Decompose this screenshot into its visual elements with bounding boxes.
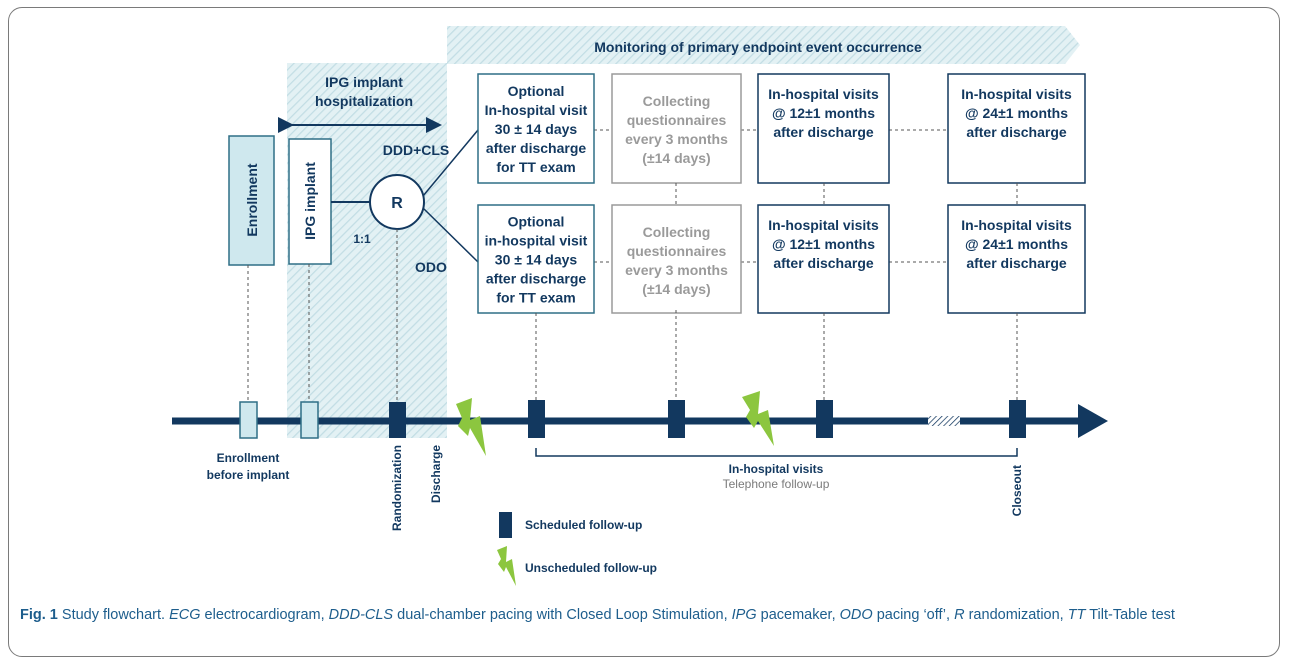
follow-up-bracket [535,448,1018,457]
caption-text: Tilt-Table test [1085,607,1175,623]
caption-abbrev: R [954,607,965,623]
unscheduled-bolt-icon [742,391,774,446]
unscheduled-bolt-icon [456,398,486,456]
marker-enrollment [239,401,258,439]
caption-abbrev: ODO [839,607,873,623]
implant-hospitalization-title-1: IPG implant [325,74,403,90]
legend-scheduled-swatch [499,512,512,538]
discharge-label: Discharge [429,445,443,503]
caption-text: pacemaker, [756,607,840,623]
visit-30d-box-line: In-hospital visit [485,102,588,118]
visit-24m-box-arm-2 [947,204,1086,314]
figure-caption: Fig. 1 Study flowchart. ECG electrocardi… [20,606,1265,625]
questionnaire-box-line: (±14 days) [642,150,710,166]
randomization-label: Randomization [390,445,404,531]
marker-visit-24m [1009,400,1026,438]
questionnaire-box-line: Collecting [643,93,711,109]
legend-scheduled-label: Scheduled follow-up [525,518,642,532]
visit-30d-box-line: Optional [508,83,565,99]
caption-text: randomization, [964,607,1068,623]
visit-12m-box-line: @ 12±1 months [772,236,875,252]
timeline-gap-segment [928,416,960,426]
branch-to-arm-2 [422,207,479,263]
caption-abbrev: IPG [731,607,757,623]
legend-unscheduled-label: Unscheduled follow-up [525,561,657,575]
visit-30d-box-line: Optional [508,213,565,229]
visit-30d-box-line: 30 ± 14 days [495,251,578,267]
questionnaire-box-line: Collecting [643,224,711,240]
timeline-arrowhead [1078,404,1108,438]
implant-hospitalization-title-2: hospitalization [315,93,413,109]
telephone-follow-up-label: Telephone follow-up [723,477,830,491]
visit-30d-box-line: in-hospital visit [485,232,588,248]
questionnaire-box-line: questionnaires [627,243,727,259]
marker-questionnaire [668,400,685,438]
visit-30d-box-line: after discharge [486,270,587,286]
caption-fig-label: Fig. 1 [20,607,58,623]
legend-bolt-icon [497,546,516,586]
caption-abbrev: DDD-CLS [328,607,394,623]
visit-12m-box-arm-1 [757,73,890,184]
visit-12m-box-arm-2 [757,204,890,314]
monitoring-band-arrow [447,26,1080,64]
visit-24m-box-line: after discharge [966,255,1067,271]
questionnaire-box-line: every 3 months [625,131,728,147]
visit-24m-box-arm-1 [947,73,1086,184]
visit-12m-box-line: @ 12±1 months [772,105,875,121]
questionnaire-box-line: questionnaires [627,112,727,128]
visit-12m-box-line: In-hospital visits [768,217,879,233]
visit-30d-box-line: 30 ± 14 days [495,121,578,137]
visit-24m-box-line: In-hospital visits [961,86,1072,102]
visit-24m-box-line: after discharge [966,124,1067,140]
arm-label-ddd-cls: DDD+CLS [383,142,450,158]
marker-randomization [389,402,406,438]
caption-text: dual-chamber pacing with Closed Loop Sti… [393,607,732,623]
questionnaire-box-line: every 3 months [625,262,728,278]
marker-visit-12m [816,400,833,438]
visit-30d-box-line: for TT exam [496,159,575,175]
visit-12m-box-line: after discharge [773,255,874,271]
visit-30d-box-arm-2 [477,204,595,314]
in-hospital-visits-label: In-hospital visits [729,462,824,476]
enrollment-before-implant-1: Enrollment [217,451,280,465]
caption-text: Study flowchart. [61,607,170,623]
visit-30d-box-line: for TT exam [496,289,575,305]
caption-text: pacing ‘off’, [872,607,955,623]
caption-abbrev: TT [1067,607,1086,623]
visit-12m-box-line: after discharge [773,124,874,140]
visit-12m-box-line: In-hospital visits [768,86,879,102]
enrollment-box-label: Enrollment [244,163,260,236]
enrollment-box [228,135,275,266]
marker-implant [300,401,319,439]
visit-24m-box-line: @ 24±1 months [965,236,1068,252]
visit-30d-box-line: after discharge [486,140,587,156]
arm-label-odo: ODO [415,259,447,275]
randomize-symbol: R [391,195,403,212]
visit-30d-box-arm-1 [477,73,595,184]
ipg-implant-box [288,138,332,265]
questionnaire-box-arm-1 [611,73,742,184]
branch-to-arm-1 [422,129,479,197]
marker-visit-30d [528,400,545,438]
monitoring-label: Monitoring of primary endpoint event occ… [594,39,922,55]
caption-text: electrocardiogram, [200,607,329,623]
visit-24m-box-line: @ 24±1 months [965,105,1068,121]
enrollment-before-implant-2: before implant [207,468,290,482]
caption-body: Study flowchart. ECG electrocardiogram, … [62,607,1175,623]
closeout-label: Closeout [1010,465,1024,516]
caption-abbrev: ECG [169,607,201,623]
questionnaire-box-line: (±14 days) [642,281,710,297]
timeline-drops [247,229,1018,402]
ipg-implant-box-label: IPG implant [302,162,318,240]
randomization-ratio: 1:1 [353,232,371,246]
figure-frame [8,7,1280,657]
questionnaire-box-arm-2 [611,204,742,314]
visit-24m-box-line: In-hospital visits [961,217,1072,233]
